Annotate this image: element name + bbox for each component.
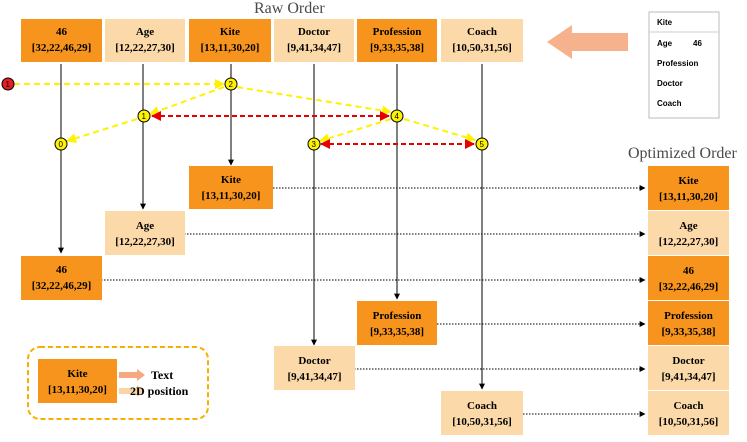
- raw-box-age-bbox: [12,22,27,30]: [115, 42, 175, 54]
- mid-box-profession-label: Profession: [373, 310, 422, 322]
- panel-row-46: 46: [693, 39, 702, 48]
- raw-box-46-label: 46: [56, 26, 68, 38]
- node-5: 5: [475, 137, 489, 151]
- raw-box-doctor-bbox: [9,41,34,47]: [287, 42, 341, 54]
- optimized-box-46-label: 46: [683, 265, 695, 277]
- raw-box-age: Age [12,22,27,30]: [105, 19, 185, 62]
- raw-box-profession-label: Profession: [373, 26, 422, 38]
- node-1-label: 1: [142, 112, 147, 121]
- raw-box-46-bbox: [32,22,46,29]: [32, 42, 92, 54]
- node-0-label: 0: [59, 140, 64, 149]
- panel-row-coach: Coach: [657, 99, 682, 108]
- optimized-box-profession-bbox: [9,33,35,38]: [661, 326, 715, 338]
- node-1: 1: [137, 109, 151, 123]
- raw-box-doctor-label: Doctor: [298, 26, 330, 38]
- optimized-box-doctor-bbox: [9,41,34,47]: [661, 371, 715, 383]
- legend-text-label: Text: [151, 368, 173, 382]
- node-3: 3: [307, 137, 321, 151]
- mid-box-doctor-label: Doctor: [298, 355, 330, 367]
- mid-box-46-bbox: [32,22,46,29]: [32, 280, 92, 292]
- optimized-box-age: Age [12,22,27,30]: [648, 211, 729, 255]
- panel-row-age: Age: [657, 39, 673, 48]
- mid-box-46-label: 46: [56, 264, 68, 276]
- node-0: 0: [54, 137, 68, 151]
- optimized-box-profession-label: Profession: [664, 310, 713, 322]
- big-left-arrow: [547, 25, 628, 59]
- legend-box-label: Kite: [67, 368, 87, 380]
- mid-box-kite-label: Kite: [221, 174, 241, 186]
- mid-box-age-bbox: [12,22,27,30]: [115, 236, 175, 248]
- optimized-order-title: Optimized Order: [628, 145, 738, 162]
- document-panel: Kite Age 46 Profession Doctor Coach: [648, 11, 720, 119]
- raw-box-doctor: Doctor [9,41,34,47]: [274, 19, 354, 62]
- mid-box-kite-bbox: [13,11,30,20]: [202, 190, 261, 202]
- panel-row-profession: Profession: [657, 59, 698, 68]
- node-2: 2: [224, 77, 238, 91]
- raw-box-profession: Profession [9,33,35,38]: [357, 19, 437, 62]
- legend-text-arrow: [119, 369, 145, 381]
- optimized-box-coach-label: Coach: [674, 400, 704, 412]
- optimized-box-doctor-label: Doctor: [672, 355, 704, 367]
- optimized-box-kite-bbox: [13,11,30,20]: [659, 191, 718, 203]
- optimized-box-age-label: Age: [679, 220, 697, 232]
- optimized-box-profession: Profession [9,33,35,38]: [648, 301, 729, 345]
- optimized-box-coach: Coach [10,50,31,56]: [648, 391, 729, 435]
- node-2-label: 2: [229, 80, 234, 89]
- panel-row-doctor: Doctor: [657, 79, 683, 88]
- raw-box-kite-bbox: [13,11,30,20]: [201, 42, 260, 54]
- optimized-box-kite-label: Kite: [678, 175, 698, 187]
- start-node-label: 1: [6, 80, 11, 89]
- legend-box-bbox: [13,11,30,20]: [48, 384, 107, 396]
- legend-position-arrow: [119, 385, 145, 397]
- node-3-label: 3: [312, 140, 317, 149]
- mid-box-age-label: Age: [136, 220, 154, 232]
- mid-box-age: Age [12,22,27,30]: [105, 211, 185, 255]
- optimized-box-kite: Kite [13,11,30,20]: [648, 166, 729, 210]
- node-5-label: 5: [480, 140, 485, 149]
- optimized-box-age-bbox: [12,22,27,30]: [659, 236, 719, 248]
- yellow-reading-path: [14, 79, 476, 144]
- mid-box-doctor-bbox: [9,41,34,47]: [287, 371, 341, 383]
- raw-box-kite: Kite [13,11,30,20]: [189, 19, 271, 62]
- raw-box-46: 46 [32,22,46,29]: [21, 19, 102, 62]
- mid-box-coach-label: Coach: [467, 400, 497, 412]
- node-4-label: 4: [395, 112, 400, 121]
- red-swap-arrows: [151, 111, 475, 149]
- mid-box-kite: Kite [13,11,30,20]: [189, 166, 273, 209]
- optimized-box-46: 46 [32,22,46,29]: [648, 256, 729, 300]
- raw-order-title: Raw Order: [254, 0, 325, 17]
- raw-box-kite-label: Kite: [220, 26, 240, 38]
- mid-box-coach: Coach [10,50,31,56]: [441, 391, 523, 435]
- raw-box-age-label: Age: [136, 26, 154, 38]
- raw-box-coach: Coach [10,50,31,56]: [441, 19, 523, 62]
- mid-box-doctor: Doctor [9,41,34,47]: [274, 346, 355, 390]
- optimized-box-46-bbox: [32,22,46,29]: [659, 281, 719, 293]
- legend-position-label: 2D position: [130, 384, 189, 398]
- mid-box-coach-bbox: [10,50,31,56]: [452, 416, 512, 428]
- optimized-box-coach-bbox: [10,50,31,56]: [659, 416, 719, 428]
- start-node: 1: [1, 77, 15, 91]
- legend: Kite [13,11,30,20] Text 2D position: [27, 346, 209, 420]
- raw-box-coach-bbox: [10,50,31,56]: [452, 42, 512, 54]
- mid-box-profession: Profession [9,33,35,38]: [357, 301, 437, 345]
- node-4: 4: [390, 109, 404, 123]
- horizontal-connectors: [101, 185, 646, 417]
- optimized-box-doctor: Doctor [9,41,34,47]: [648, 346, 729, 390]
- mid-box-profession-bbox: [9,33,35,38]: [370, 326, 424, 338]
- raw-box-profession-bbox: [9,33,35,38]: [370, 42, 424, 54]
- raw-box-coach-label: Coach: [467, 26, 497, 38]
- panel-row-kite: Kite: [657, 18, 673, 27]
- mid-box-46: 46 [32,22,46,29]: [21, 256, 102, 300]
